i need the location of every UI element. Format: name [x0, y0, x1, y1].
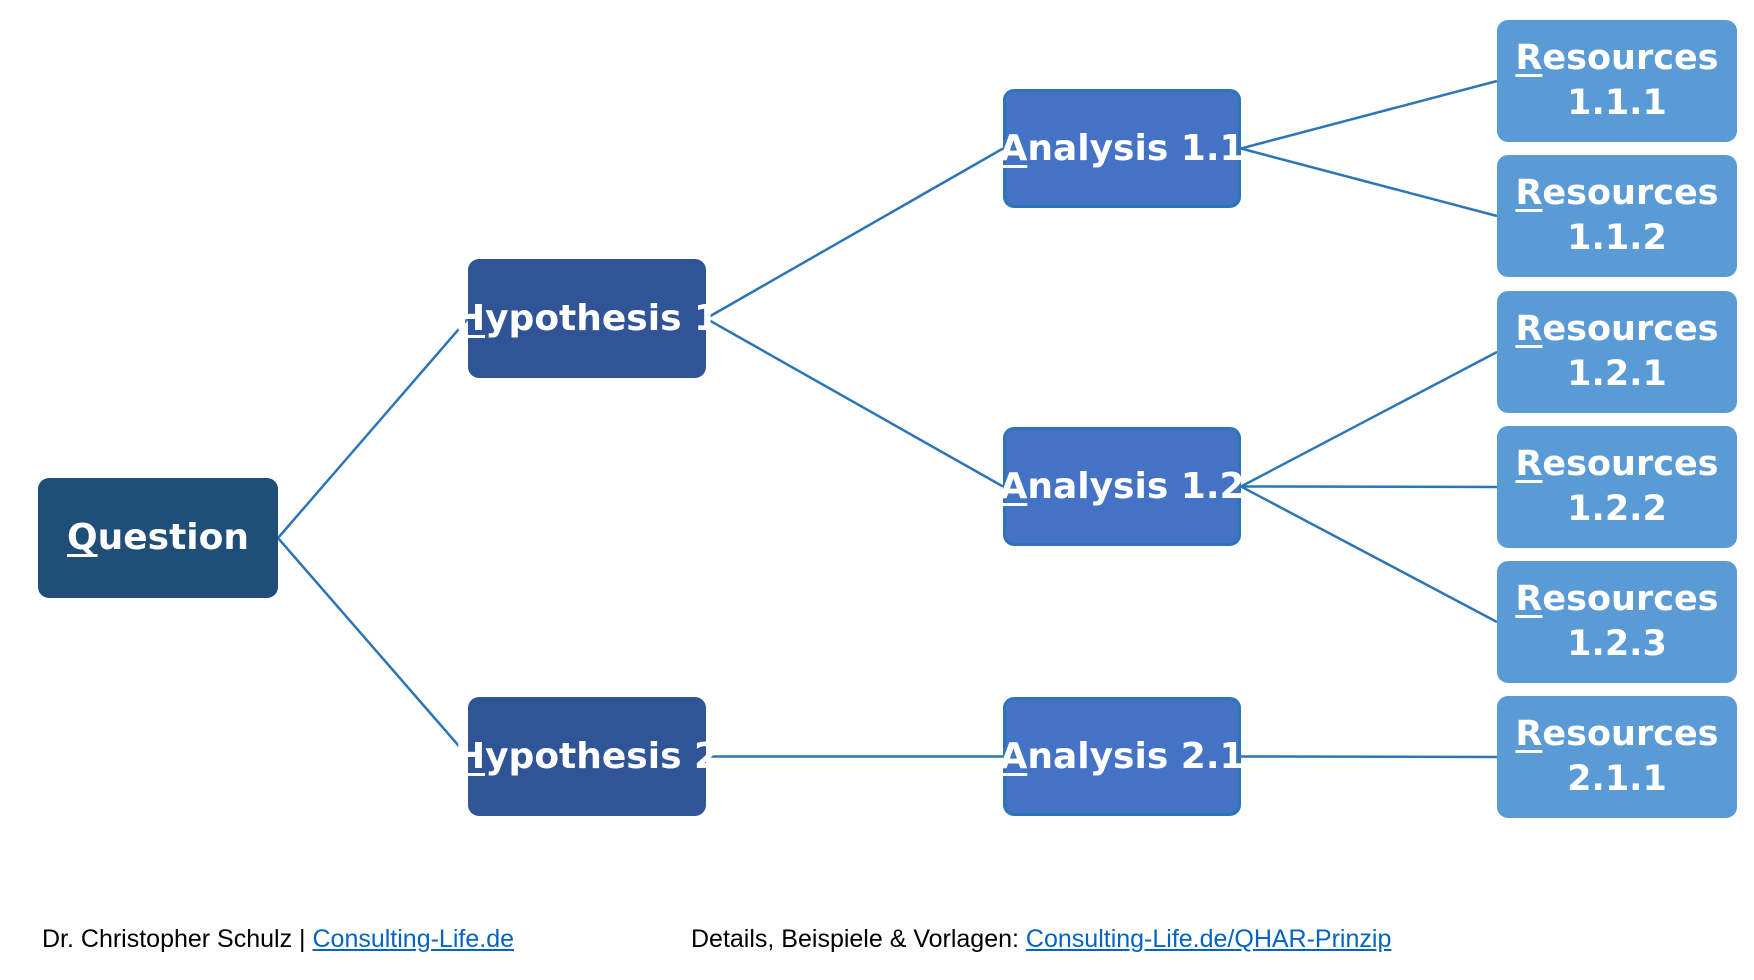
analysis-2-1-label: Analysis 2.1 — [999, 735, 1244, 778]
connector-analysis_2_1-to-resources_2_1_1 — [1240, 755, 1498, 759]
resources-1-1-1-initial: R — [1515, 38, 1543, 79]
analysis-1-2-label-rest: nalysis 1.2 — [1027, 465, 1245, 507]
author-site-link[interactable]: Consulting-Life.de — [312, 925, 514, 953]
connector-analysis_1_2-to-resources_1_2_2 — [1240, 485, 1498, 489]
resources-1-2-1-box: Resources 1.2.1 — [1497, 291, 1737, 413]
hypothesis-1-label-rest: ypothesis 1 — [485, 297, 720, 339]
details-text: Details, Beispiele & Vorlagen: — [691, 925, 1026, 953]
resources-1-1-2-box: Resources 1.1.2 — [1497, 155, 1737, 277]
resources-1-1-1-label: Resources — [1515, 36, 1718, 81]
resources-2-1-1-number: 2.1.1 — [1567, 759, 1667, 799]
resources-1-2-2-initial: R — [1515, 444, 1543, 485]
resources-2-1-1-initial: R — [1515, 714, 1543, 755]
connector-hypothesis_1-to-analysis_1_1 — [705, 147, 1004, 320]
analysis-2-1-initial: A — [999, 735, 1028, 777]
question-label-rest: uestion — [97, 517, 249, 559]
resources-1-2-3-number: 1.2.3 — [1567, 624, 1667, 664]
connector-analysis_1_2-to-resources_1_2_1 — [1240, 350, 1498, 488]
resources-2-1-1-label-rest: esources — [1542, 714, 1719, 755]
resources-1-2-2-label-rest: esources — [1542, 444, 1719, 485]
resources-1-2-1-number: 1.2.1 — [1567, 354, 1667, 394]
analysis-2-1-label-rest: nalysis 2.1 — [1027, 735, 1245, 777]
resources-1-2-1-initial: R — [1515, 309, 1543, 350]
hypothesis-2-label: Hypothesis 2 — [455, 735, 719, 778]
analysis-1-1-label-rest: nalysis 1.1 — [1027, 127, 1245, 169]
connector-question-to-hypothesis_2 — [277, 537, 469, 758]
resources-1-1-1-box: Resources 1.1.1 — [1497, 20, 1737, 142]
analysis-1-2-box: Analysis 1.2 — [999, 427, 1245, 546]
resources-2-1-1-label: Resources — [1515, 712, 1718, 757]
hypothesis-1-label: Hypothesis 1 — [455, 297, 719, 340]
resources-2-1-1-box: Resources 2.1.1 — [1497, 696, 1737, 818]
footer-author: Dr. Christopher Schulz | Consulting-Life… — [42, 925, 514, 954]
footer-details: Details, Beispiele & Vorlagen: Consultin… — [691, 925, 1391, 954]
question-box: Question — [38, 478, 278, 598]
analysis-1-2-label: Analysis 1.2 — [999, 465, 1244, 508]
analysis-1-1-label: Analysis 1.1 — [999, 127, 1244, 170]
connector-analysis_1_1-to-resources_1_1_1 — [1240, 79, 1498, 150]
resources-1-2-2-label: Resources — [1515, 442, 1718, 487]
resources-1-2-1-label-rest: esources — [1542, 309, 1719, 350]
resources-1-2-3-label-rest: esources — [1542, 579, 1719, 620]
resources-1-2-1-label: Resources — [1515, 307, 1718, 352]
resources-1-1-1-number: 1.1.1 — [1567, 83, 1667, 123]
analysis-1-1-initial: A — [999, 127, 1028, 169]
hypothesis-2-initial: H — [454, 735, 486, 777]
hypothesis-1-box: Hypothesis 1 — [455, 259, 719, 378]
question-initial: Q — [67, 517, 98, 559]
resources-1-1-2-label: Resources — [1515, 171, 1718, 216]
resources-1-1-2-number: 1.1.2 — [1567, 218, 1667, 258]
hypothesis-2-label-rest: ypothesis 2 — [485, 735, 720, 777]
resources-1-1-2-label-rest: esources — [1542, 173, 1719, 214]
resources-1-2-2-number: 1.2.2 — [1567, 489, 1667, 529]
question-label: Question — [67, 516, 249, 559]
analysis-1-1-box: Analysis 1.1 — [999, 89, 1245, 208]
resources-1-1-2-initial: R — [1515, 173, 1543, 214]
resources-1-2-3-label: Resources — [1515, 577, 1718, 622]
connector-analysis_1_2-to-resources_1_2_3 — [1240, 485, 1498, 624]
connector-question-to-hypothesis_1 — [277, 317, 469, 539]
hypothesis-1-initial: H — [454, 297, 486, 339]
analysis-1-2-initial: A — [999, 465, 1028, 507]
author-text: Dr. Christopher Schulz | — [42, 925, 313, 953]
hypothesis-2-box: Hypothesis 2 — [455, 697, 719, 816]
resources-1-2-3-box: Resources 1.2.3 — [1497, 561, 1737, 683]
connector-hypothesis_1-to-analysis_1_2 — [705, 317, 1004, 488]
resources-1-1-1-label-rest: esources — [1542, 38, 1719, 79]
analysis-2-1-box: Analysis 2.1 — [999, 697, 1245, 816]
resources-1-2-3-initial: R — [1515, 579, 1543, 620]
connector-analysis_1_1-to-resources_1_1_2 — [1240, 147, 1498, 218]
details-site-link[interactable]: Consulting-Life.de/QHAR-Prinzip — [1025, 925, 1392, 953]
resources-1-2-2-box: Resources 1.2.2 — [1497, 426, 1737, 548]
